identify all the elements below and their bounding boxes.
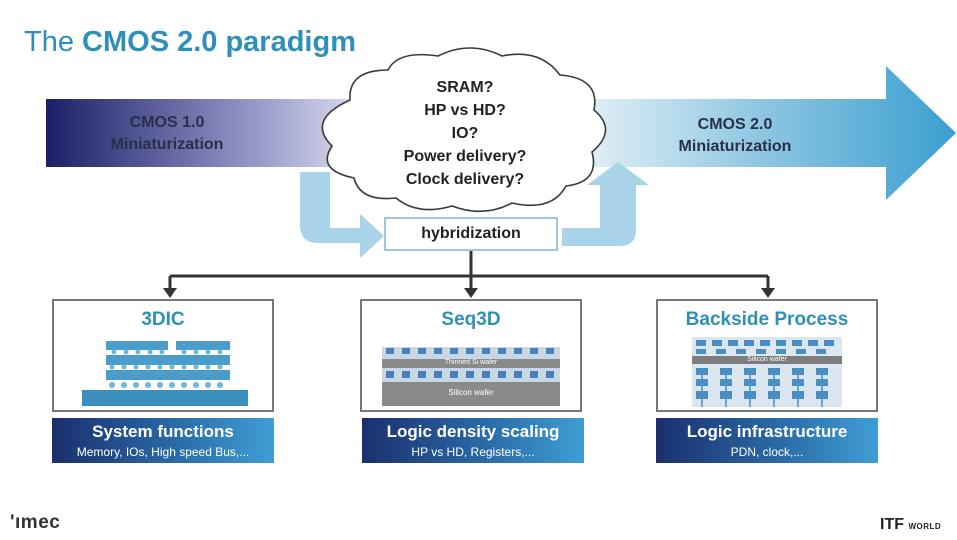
- page-title: The CMOS 2.0 paradigm: [24, 26, 356, 58]
- 3dic-stack-illustration: [82, 341, 248, 406]
- curve-arrow-in: [300, 172, 384, 258]
- cloud-questions: SRAM? HP vs HD? IO? Power delivery? Cloc…: [372, 76, 558, 191]
- cloud-shape: [321, 47, 607, 213]
- cloud-item: Clock delivery?: [405, 171, 525, 188]
- cloud-item: IO?: [451, 125, 479, 142]
- panel-title: 3DIC: [141, 309, 185, 330]
- info-main: Logic density scaling: [386, 422, 560, 441]
- panel-3dic: 3DIC: [52, 299, 274, 412]
- cmos1-arrow: [46, 99, 376, 167]
- cloud-item: Power delivery?: [403, 148, 527, 165]
- silicon-wafer-label: Silicon wafer: [747, 356, 787, 363]
- info-main: Logic infrastructure: [686, 422, 848, 441]
- thinned-wafer-label: Thinned Si wafer: [444, 359, 498, 366]
- cmos2-arrow: [560, 66, 956, 200]
- seq3d-illustration: [382, 347, 560, 406]
- itf-world-logo: ITF WORLD: [880, 516, 942, 533]
- panel-seq3d: Seq3D Thinned Si wafer Silicon wafer: [360, 299, 582, 412]
- imec-logo: 'ımec: [10, 512, 61, 533]
- info-sub: HP vs HD, Registers,...: [411, 445, 535, 459]
- info-logic-infrastructure: Logic infrastructure PDN, clock,...: [656, 418, 878, 463]
- panel-title: Seq3D: [441, 309, 501, 330]
- info-sub: PDN, clock,...: [730, 445, 804, 459]
- info-logic-density: Logic density scaling HP vs HD, Register…: [362, 418, 584, 463]
- silicon-wafer-label: Silicon wafer: [448, 388, 494, 397]
- info-system-functions: System functions Memory, IOs, High speed…: [52, 418, 274, 463]
- info-sub: Memory, IOs, High speed Bus,...: [76, 445, 250, 459]
- info-main: System functions: [92, 422, 234, 441]
- backside-illustration: [692, 337, 842, 407]
- panel-title: Backside Process: [685, 309, 849, 330]
- hybridization-box: hybridization: [384, 217, 558, 251]
- cloud-item: HP vs HD?: [424, 102, 506, 119]
- curve-arrow-out: [562, 162, 649, 246]
- panel-backside-process: Backside Process Silicon wafer: [656, 299, 878, 412]
- cloud-item: SRAM?: [436, 79, 494, 96]
